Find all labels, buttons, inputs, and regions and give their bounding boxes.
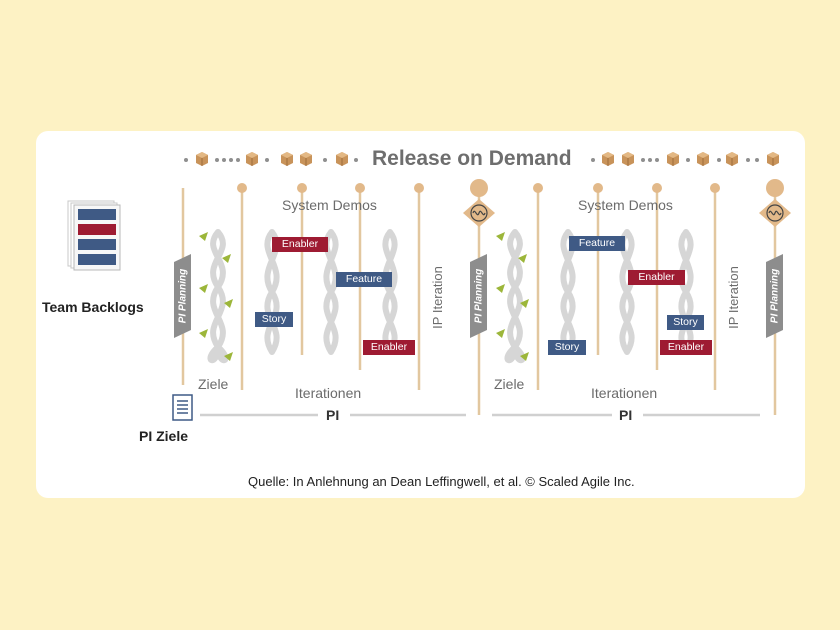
feature-tag: Feature xyxy=(336,272,392,287)
enabler-tag: Enabler xyxy=(363,340,415,355)
pi-planning-marker: PI Planning xyxy=(766,254,783,338)
ip-iteration-label: IP Iteration xyxy=(725,266,741,329)
pi-objectives-icon xyxy=(172,394,193,421)
pi-planning-label: PI Planning xyxy=(769,268,780,324)
source-caption: Quelle: In Anlehnung an Dean Leffingwell… xyxy=(248,474,635,489)
ziele-label: Ziele xyxy=(494,376,525,392)
enabler-tag: Enabler xyxy=(272,237,328,252)
page-title: Release on Demand xyxy=(372,147,572,170)
team-backlogs-label: Team Backlogs xyxy=(42,299,144,315)
pi-ziele-label: PI Ziele xyxy=(139,428,189,444)
team-backlogs-icon xyxy=(67,200,121,271)
pi-planning-label: PI Planning xyxy=(473,268,484,324)
story-tag: Story xyxy=(548,340,586,355)
system-demos-label: System Demos xyxy=(282,197,377,213)
solution-demo-icon xyxy=(463,199,495,227)
solution-demo-icon xyxy=(759,199,791,227)
story-tag: Story xyxy=(255,312,293,327)
story-tag: Story xyxy=(667,315,704,330)
pi-planning-marker: PI Planning xyxy=(174,254,191,338)
iterationen-label: Iterationen xyxy=(591,385,658,401)
enabler-tag: Enabler xyxy=(628,270,685,285)
pi-planning-label: PI Planning xyxy=(177,268,188,324)
enabler-tag: Enabler xyxy=(660,340,712,355)
pi-label: PI xyxy=(326,407,340,423)
milestone-dots xyxy=(237,179,784,197)
feature-tag: Feature xyxy=(569,236,625,251)
pi-label: PI xyxy=(619,407,633,423)
iterationen-label: Iterationen xyxy=(295,385,362,401)
ip-iteration-label: IP Iteration xyxy=(429,266,445,329)
ziele-label: Ziele xyxy=(198,376,229,392)
release-timeline xyxy=(184,158,759,162)
pi-planning-marker: PI Planning xyxy=(470,254,487,338)
system-demos-label: System Demos xyxy=(578,197,673,213)
